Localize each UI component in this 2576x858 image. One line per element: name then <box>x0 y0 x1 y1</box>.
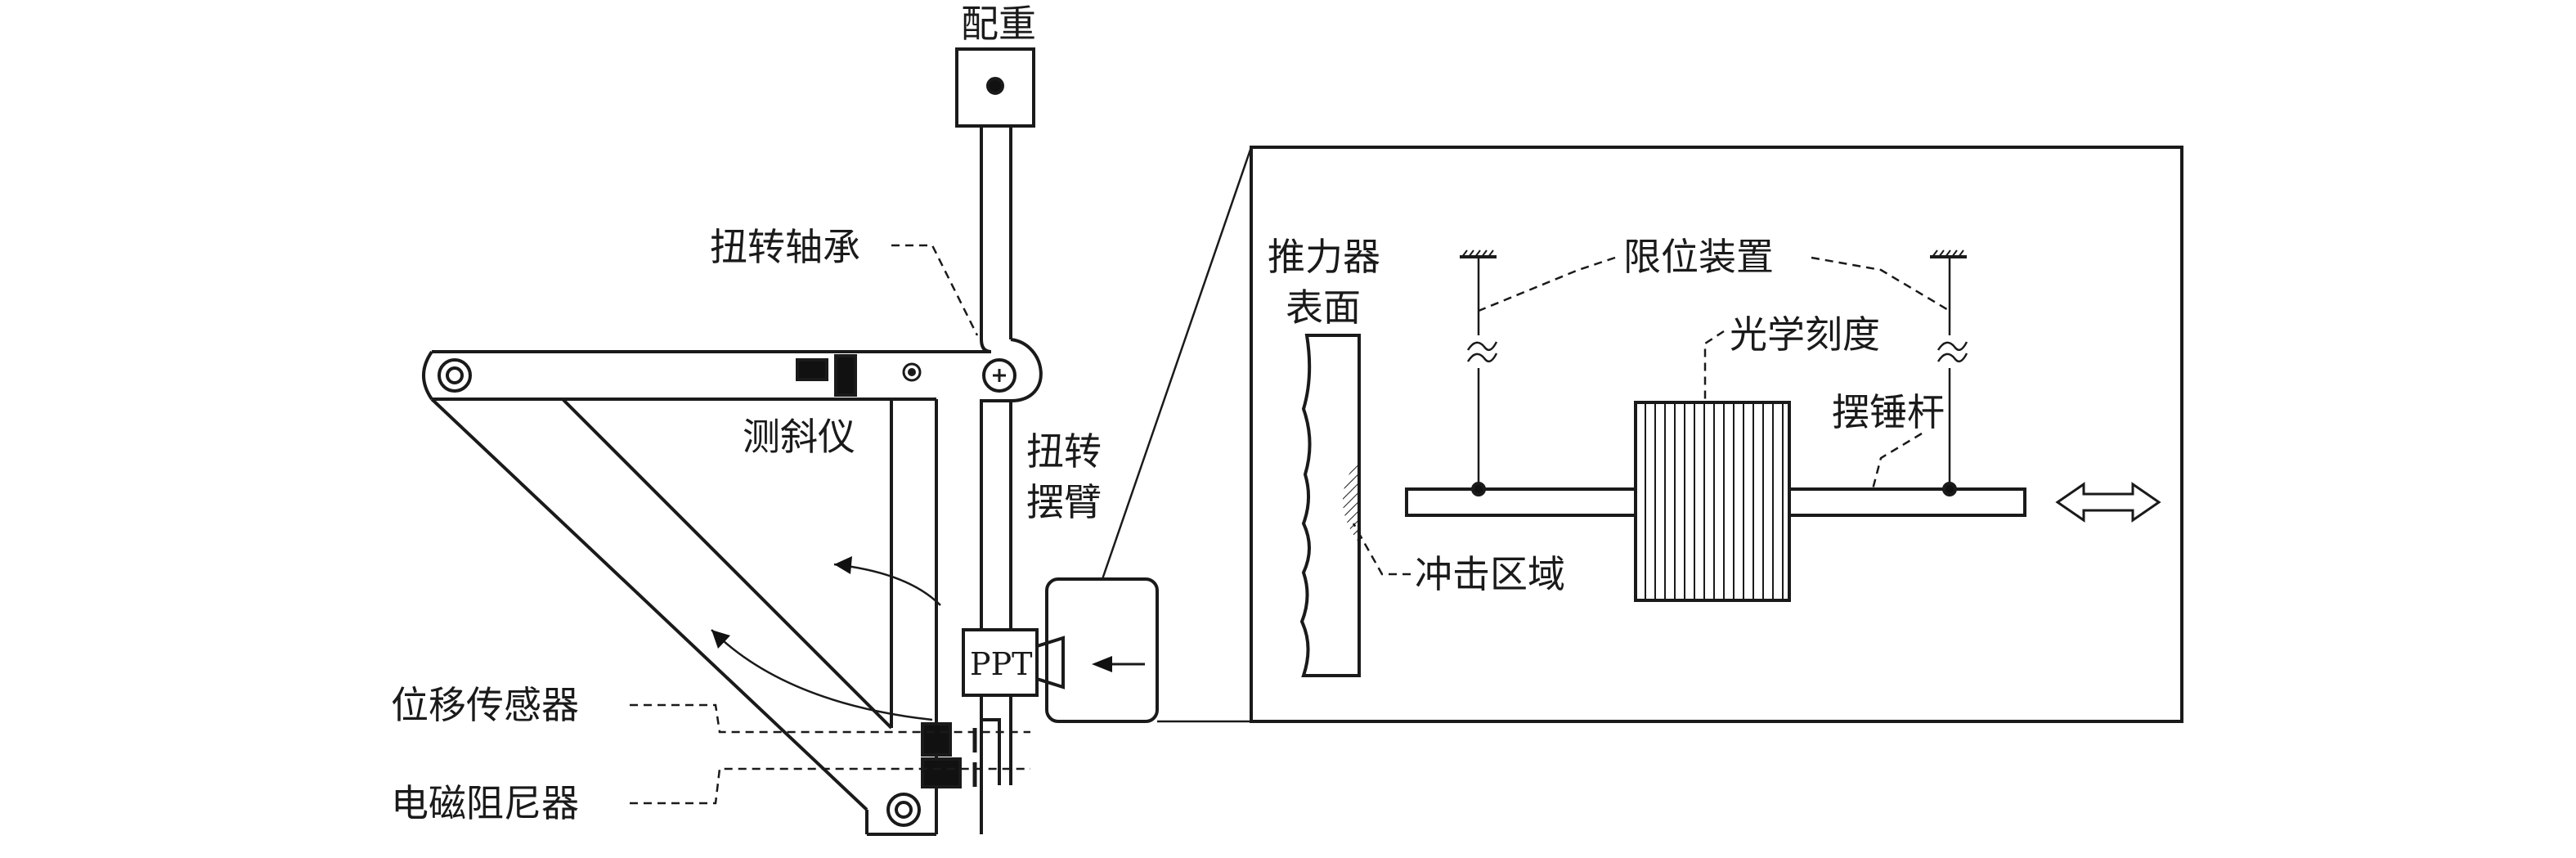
rotation-arrow-upper-head <box>834 556 852 574</box>
torsion-balance-assembly <box>422 47 1253 836</box>
limit-attach-left <box>1471 482 1486 496</box>
leader-limit-right <box>1811 256 1950 312</box>
arm-left-end <box>422 350 433 401</box>
optical-scale-lines <box>1645 404 1784 599</box>
zoom-line-top <box>1101 146 1253 580</box>
label-counterweight: 配重 <box>961 2 1036 46</box>
torsion-bearing-housing <box>980 338 1043 402</box>
em-damper-block <box>921 757 962 788</box>
label-optical-scale: 光学刻度 <box>1730 312 1880 357</box>
motion-double-arrow-icon <box>2055 482 2161 523</box>
label-displacement-sensor: 位移传感器 <box>391 683 579 727</box>
frame-inner-diagonal <box>561 398 893 730</box>
leader-impact-zone <box>1352 523 1411 576</box>
label-torsion-arm-2: 摆臂 <box>1026 480 1102 524</box>
arm-left-pivot-inner <box>446 366 464 384</box>
label-ppt: PPT <box>970 646 1032 682</box>
detail-panel <box>1250 146 2183 723</box>
leader-em-damper <box>630 767 1030 805</box>
label-torsion-arm-1: 扭转 <box>1026 429 1102 474</box>
impact-zone-hatch <box>1343 458 1359 543</box>
label-inclinometer: 测斜仪 <box>743 415 855 459</box>
label-thruster-surface-2: 表面 <box>1286 285 1361 330</box>
rotation-arrow-lower-head <box>711 630 730 649</box>
swing-arm-lower <box>980 695 1012 785</box>
label-pendulum-rod: 摆锤杆 <box>1832 390 1945 434</box>
leader-limit-left <box>1478 256 1616 312</box>
torsion-bearing-pivot-icon <box>982 358 1016 393</box>
labels: 配重 扭转轴承 测斜仪 扭转 摆臂 位移传感器 电磁阻尼器 PPT 推力器 表面… <box>391 2 1945 825</box>
label-impact-zone: 冲击区域 <box>1415 552 1565 596</box>
label-torsion-bearing: 扭转轴承 <box>710 225 860 269</box>
rotation-arrow-lower <box>711 629 933 721</box>
label-em-damper: 电磁阻尼器 <box>391 781 579 825</box>
leg-bottom-pivot-icon <box>886 793 921 827</box>
label-limit-device: 限位装置 <box>1623 235 1774 279</box>
ppt-nozzle <box>1036 636 1065 690</box>
inclinometer-block-a <box>796 358 828 381</box>
leader-torsion-bearing <box>891 244 979 336</box>
left-leader-lines <box>630 244 1030 805</box>
leader-displacement-sensor <box>630 703 1030 734</box>
limit-mount-left-hatch <box>1461 249 1494 258</box>
arm-left-pivot-icon <box>438 358 472 393</box>
leg-bottom-pivot-inner <box>895 801 913 819</box>
counterweight-center-dot <box>986 77 1004 95</box>
limit-wire-right-break <box>1936 341 1968 363</box>
right-leader-lines <box>1352 256 1950 576</box>
ppt-box <box>962 628 1039 697</box>
arm-center-pivot-core <box>908 368 916 376</box>
torsion-bearing-pivot-cross <box>993 369 1006 382</box>
displacement-sensor-block <box>921 722 952 757</box>
label-thruster-surface-1: 推力器 <box>1268 235 1380 279</box>
thrust-arrow-head <box>1092 656 1112 672</box>
limit-mount-right-hatch <box>1932 249 1964 258</box>
thruster-surface-plate <box>1299 334 1361 677</box>
leader-optical-scale <box>1703 330 1725 402</box>
frame-outer-diagonal <box>430 398 868 811</box>
detail-frame <box>1250 146 2183 723</box>
optical-scale-block <box>1634 401 1791 602</box>
zoom-source-box <box>1045 577 1159 723</box>
arm-center-pivot-icon <box>902 362 922 382</box>
limit-attach-right <box>1942 482 1957 496</box>
inclinometer-block-b <box>834 354 857 397</box>
leader-pendulum-rod <box>1871 432 1923 490</box>
limit-wire-left-break <box>1466 341 1498 363</box>
counterweight-block <box>955 47 1035 128</box>
